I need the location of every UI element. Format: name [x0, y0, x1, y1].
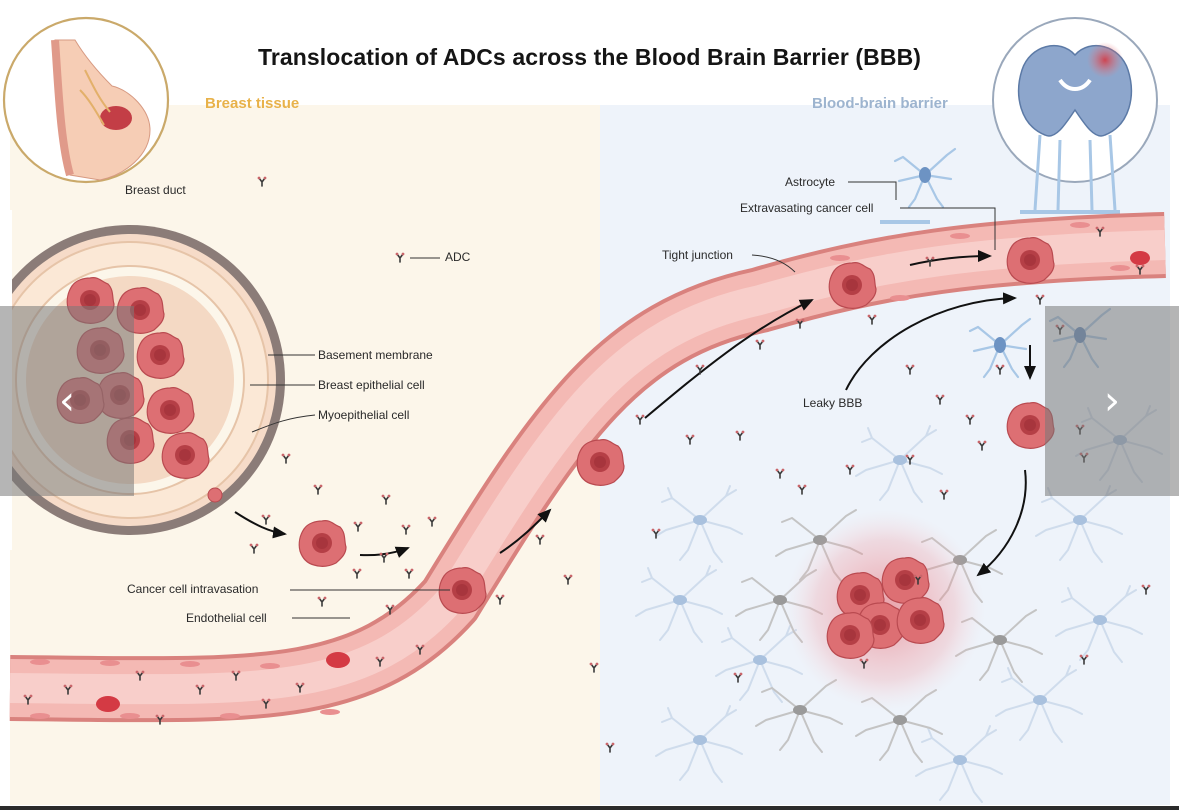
breast-inset [2, 16, 170, 184]
chevron-right-icon: › [1104, 378, 1120, 424]
breast-duct-label: Breast duct [125, 183, 186, 197]
brain-inset [992, 17, 1158, 211]
carousel-next-button[interactable]: › [1045, 306, 1179, 496]
brain-metastasis [785, 510, 985, 710]
breast-tissue-region-label: Breast tissue [205, 95, 300, 112]
myoepithelial-cell-label: Myoepithelial cell [318, 408, 410, 422]
bottom-border [0, 806, 1179, 810]
bbb-region-label: Blood-brain barrier [812, 95, 948, 112]
basement-membrane-label: Basement membrane [318, 348, 433, 362]
astrocyte-label: Astrocyte [785, 175, 836, 189]
cancer-cell-intravasation-label: Cancer cell intravasation [127, 582, 259, 596]
leaky-bbb-label: Leaky BBB [803, 396, 863, 410]
chevron-left-icon: ‹ [59, 378, 75, 424]
migration-arrows [234, 250, 1036, 577]
extravasating-cancer-cell-label: Extravasating cancer cell [740, 201, 874, 215]
diagram-title: Translocation of ADCs across the Blood B… [257, 44, 922, 70]
endothelial-cell-label: Endothelial cell [186, 611, 267, 625]
carousel-prev-button[interactable]: ‹ [0, 306, 134, 496]
leader-lines [250, 181, 996, 619]
astrocytes [880, 147, 1120, 379]
adc-label: ADC [445, 250, 471, 264]
tight-junction-label: Tight junction [662, 248, 733, 262]
breast-epithelial-cell-label: Breast epithelial cell [318, 378, 425, 392]
blood-vessel [9, 212, 1166, 723]
